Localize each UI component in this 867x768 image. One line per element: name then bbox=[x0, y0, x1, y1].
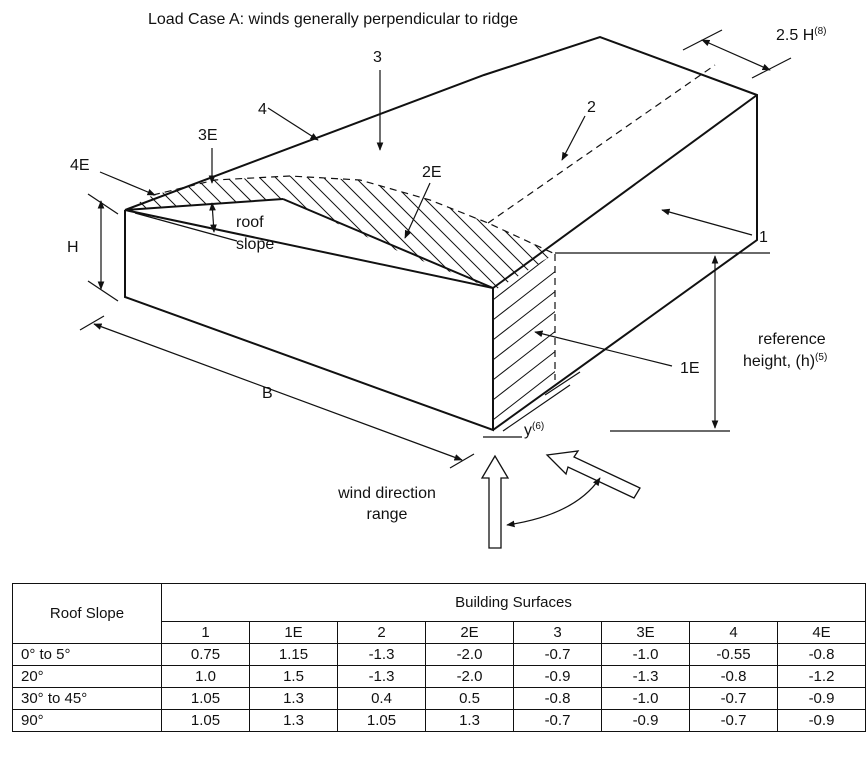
column-header: 2 bbox=[337, 621, 426, 644]
value-cell: -1.3 bbox=[337, 643, 426, 666]
value-cell: -0.7 bbox=[513, 709, 602, 732]
value-cell: -0.9 bbox=[601, 709, 690, 732]
value-cell: -0.9 bbox=[777, 709, 866, 732]
wind-range-arc bbox=[506, 477, 601, 528]
value-cell: 1.5 bbox=[249, 665, 338, 688]
label-surface-1: 1 bbox=[759, 229, 768, 246]
value-cell: -0.8 bbox=[777, 643, 866, 666]
label-2-5h: 2.5 H(8) bbox=[776, 26, 826, 44]
value-cell: -1.3 bbox=[337, 665, 426, 688]
column-header: 1E bbox=[249, 621, 338, 644]
wind-arrow-oblique bbox=[545, 450, 641, 499]
value-cell: 1.05 bbox=[161, 709, 250, 732]
value-cell: -2.0 bbox=[425, 665, 514, 688]
label-surface-2e: 2E bbox=[422, 164, 442, 181]
value-cell: -0.8 bbox=[513, 687, 602, 710]
table-column-row: 1 1E 2 2E 3 3E 4 4E bbox=[13, 621, 866, 644]
value-cell: -0.7 bbox=[689, 709, 778, 732]
label-wind-direction: wind direction bbox=[337, 485, 436, 502]
slope-cell: 30° to 45° bbox=[12, 687, 162, 710]
dimension-2-5h bbox=[682, 29, 792, 79]
dimension-y bbox=[483, 371, 581, 438]
value-cell: -0.9 bbox=[513, 665, 602, 688]
label-reference-height-1: reference bbox=[758, 331, 826, 348]
value-cell: 1.05 bbox=[337, 709, 426, 732]
table-row: 20° 1.0 1.5 -1.3 -2.0 -0.9 -1.3 -0.8 -1.… bbox=[12, 665, 866, 688]
pressure-coefficient-table: Roof Slope Building Surfaces 1 1E 2 2E 3… bbox=[12, 583, 866, 732]
building-diagram: Load Case A: winds generally perpendicul… bbox=[67, 11, 827, 549]
value-cell: 1.3 bbox=[249, 687, 338, 710]
value-cell: 1.3 bbox=[425, 709, 514, 732]
label-surface-4e: 4E bbox=[70, 157, 90, 174]
value-cell: -1.3 bbox=[601, 665, 690, 688]
label-b: B bbox=[262, 385, 273, 402]
building-surfaces-header: Building Surfaces bbox=[161, 583, 866, 622]
label-reference-height-2: height, (h)(5) bbox=[743, 352, 827, 370]
slope-cell: 20° bbox=[12, 665, 162, 688]
value-cell: 1.15 bbox=[249, 643, 338, 666]
value-cell: -0.8 bbox=[689, 665, 778, 688]
table-row: 90° 1.05 1.3 1.05 1.3 -0.7 -0.9 -0.7 -0.… bbox=[12, 709, 866, 732]
value-cell: 1.0 bbox=[161, 665, 250, 688]
slope-cell: 0° to 5° bbox=[12, 643, 162, 666]
value-cell: -1.2 bbox=[777, 665, 866, 688]
slope-cell: 90° bbox=[12, 709, 162, 732]
diagram-title: Load Case A: winds generally perpendicul… bbox=[148, 11, 518, 28]
roof-slope-header: Roof Slope bbox=[12, 583, 162, 644]
leader-lines bbox=[99, 70, 753, 367]
wind-arrow-perpendicular bbox=[480, 454, 510, 549]
dimension-b bbox=[79, 315, 475, 469]
column-header: 4 bbox=[689, 621, 778, 644]
value-cell: 1.05 bbox=[161, 687, 250, 710]
hatch-zone-2e-3e-4e bbox=[125, 176, 555, 290]
label-surface-3e: 3E bbox=[198, 127, 218, 144]
table-row: 30° to 45° 1.05 1.3 0.4 0.5 -0.8 -1.0 -0… bbox=[12, 687, 866, 710]
table-row: 0° to 5° 0.75 1.15 -1.3 -2.0 -0.7 -1.0 -… bbox=[12, 643, 866, 666]
label-wind-range: range bbox=[367, 506, 408, 523]
value-cell: 1.3 bbox=[249, 709, 338, 732]
value-cell: -0.7 bbox=[689, 687, 778, 710]
column-header: 3E bbox=[601, 621, 690, 644]
value-cell: -1.0 bbox=[601, 643, 690, 666]
label-roof-slope-1: roof bbox=[236, 214, 264, 231]
value-cell: 0.4 bbox=[337, 687, 426, 710]
label-surface-1e: 1E bbox=[680, 360, 700, 377]
value-cell: 0.75 bbox=[161, 643, 250, 666]
value-cell: -0.9 bbox=[777, 687, 866, 710]
label-surface-3: 3 bbox=[373, 49, 382, 66]
column-header: 2E bbox=[425, 621, 514, 644]
label-roof-slope-2: slope bbox=[236, 236, 274, 253]
value-cell: -0.7 bbox=[513, 643, 602, 666]
column-header: 4E bbox=[777, 621, 866, 644]
table-header-row: Roof Slope Building Surfaces bbox=[12, 583, 866, 644]
label-y: y(6) bbox=[524, 421, 544, 439]
dimension-reference-height bbox=[555, 252, 770, 432]
label-h: H bbox=[67, 239, 79, 256]
dimension-h bbox=[87, 193, 119, 302]
value-cell: -1.0 bbox=[601, 687, 690, 710]
column-header: 1 bbox=[161, 621, 250, 644]
label-surface-4: 4 bbox=[258, 101, 267, 118]
value-cell: -2.0 bbox=[425, 643, 514, 666]
value-cell: 0.5 bbox=[425, 687, 514, 710]
column-header: 3 bbox=[513, 621, 602, 644]
value-cell: -0.55 bbox=[689, 643, 778, 666]
label-surface-2: 2 bbox=[587, 99, 596, 116]
